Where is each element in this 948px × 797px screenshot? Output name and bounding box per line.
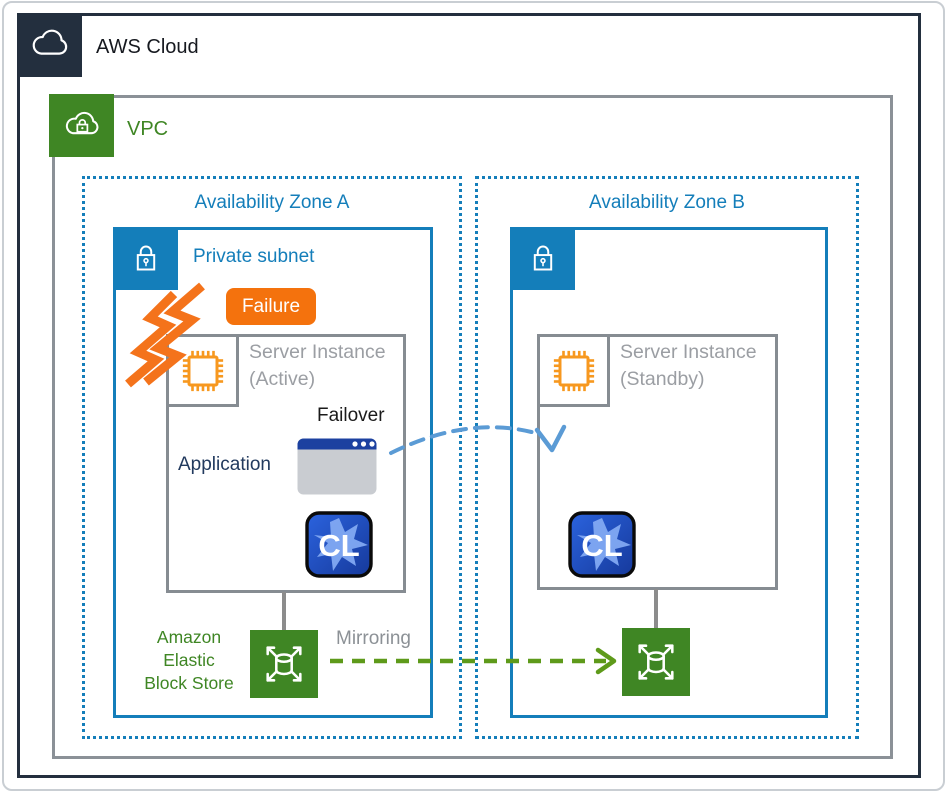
- chip-glyph: [182, 350, 223, 391]
- cl-icon-a: CL: [305, 511, 373, 578]
- private-subnet-a: [113, 227, 433, 718]
- failover-label: Failover: [317, 405, 385, 426]
- subnet-lock-icon-b: [510, 227, 575, 290]
- application-label: Application: [178, 454, 271, 475]
- cloud-lock-glyph: [65, 111, 98, 134]
- ebs-connector-a: [282, 592, 286, 630]
- vpc-box: [52, 95, 893, 759]
- vpc-label: VPC: [127, 118, 169, 140]
- cl-star-shape: [577, 518, 631, 571]
- ebs-label: Amazon Elastic Block Store: [132, 626, 246, 695]
- server-instance-active-label: Server Instance (Active): [249, 339, 386, 393]
- availability-zone-a: [82, 176, 462, 739]
- availability-zone-a-label: Availability Zone A: [194, 192, 350, 213]
- ebs-label-line3: Block Store: [144, 673, 234, 693]
- cl-badge-text-b: CL: [581, 528, 622, 563]
- failure-badge: Failure: [226, 288, 316, 325]
- ebs-label-line1: Amazon: [156, 627, 222, 647]
- aws-cloud-label: AWS Cloud: [96, 36, 199, 58]
- private-subnet-b: [510, 227, 828, 718]
- cloud-glyph: [32, 29, 67, 55]
- chip-icon-b: [537, 334, 610, 407]
- server-instance-standby-label: Server Instance (Standby): [620, 339, 757, 393]
- subnet-lock-icon-a: [113, 227, 178, 290]
- cl-icon-b: CL: [568, 511, 636, 578]
- cl-badge-text-a: CL: [318, 528, 359, 563]
- private-subnet-label: Private subnet: [193, 246, 315, 267]
- lock-glyph: [136, 245, 155, 270]
- app-window-icon: [297, 438, 377, 495]
- server-state: (Standby): [620, 368, 705, 390]
- ebs-connector-b: [654, 589, 658, 628]
- aws-cloud-icon: [17, 13, 82, 77]
- vpc-icon: [49, 94, 114, 157]
- chip-icon-a: [166, 334, 239, 407]
- ebs-icon-a: [250, 630, 318, 698]
- server-title: Server Instance: [620, 341, 757, 363]
- availability-zone-b-label: Availability Zone B: [589, 192, 745, 213]
- failure-impact-icon: [125, 282, 205, 388]
- ebs-icon-b: [622, 628, 690, 696]
- availability-zone-b: [475, 176, 859, 739]
- ebs-label-line2: Elastic: [163, 650, 215, 670]
- server-state: (Active): [249, 368, 316, 390]
- chip-glyph: [553, 350, 594, 391]
- server-title: Server Instance: [249, 341, 386, 363]
- ebs-glyph: [638, 644, 674, 680]
- ebs-glyph: [266, 646, 302, 682]
- cl-star-shape: [314, 518, 368, 571]
- failure-badge-label: Failure: [241, 295, 301, 317]
- mirroring-label: Mirroring: [336, 628, 411, 649]
- lock-glyph: [533, 245, 552, 270]
